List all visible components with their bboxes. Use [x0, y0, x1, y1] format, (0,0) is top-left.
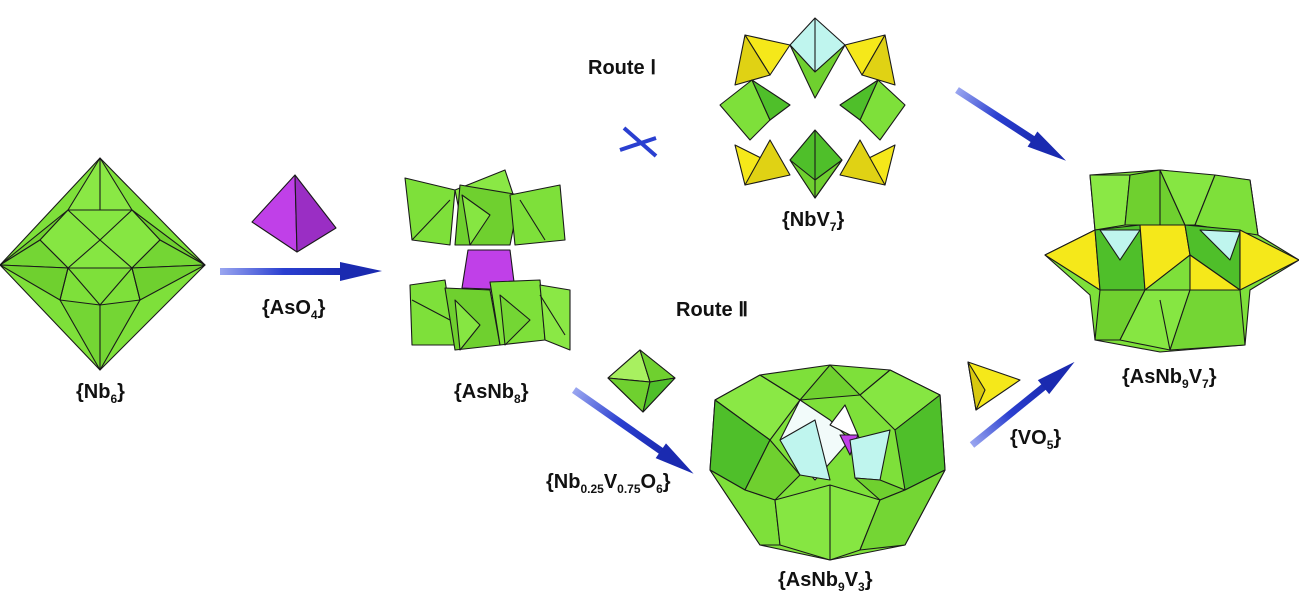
asnb9v7-label: {AsNb9V7} [1122, 366, 1217, 391]
route-2-label: Route Ⅱ [676, 299, 748, 321]
aso4-label: {AsO4} [262, 297, 326, 322]
asnb9v7-cluster [1044, 169, 1299, 353]
nb6-label: {Nb6} [76, 381, 125, 406]
arrow-icon [955, 87, 1067, 161]
asnb8-cluster [404, 169, 571, 351]
nbv7-label: {NbV7} [782, 209, 844, 234]
nbvo6-octahedron [607, 349, 676, 413]
nbvo6-label: {Nb0.25V0.75O6} [546, 471, 671, 496]
nb6-cluster [0, 157, 206, 371]
route-1-label: Route Ⅰ [588, 57, 656, 79]
arrow-icon [220, 262, 382, 281]
arrow-icon [969, 361, 1075, 448]
arrow-icon [571, 387, 694, 474]
cross-mark-icon [619, 126, 658, 158]
asnb8-label: {AsNb8} [454, 381, 529, 406]
asnb9v3-cluster [709, 364, 946, 561]
asnb9v3-label: {AsNb9V3} [778, 569, 873, 594]
vo5-pyramid [967, 361, 1021, 411]
aso4-tetrahedron [251, 174, 337, 253]
nbv7-ring [719, 17, 906, 199]
vo5-label: {VO5} [1010, 427, 1061, 452]
